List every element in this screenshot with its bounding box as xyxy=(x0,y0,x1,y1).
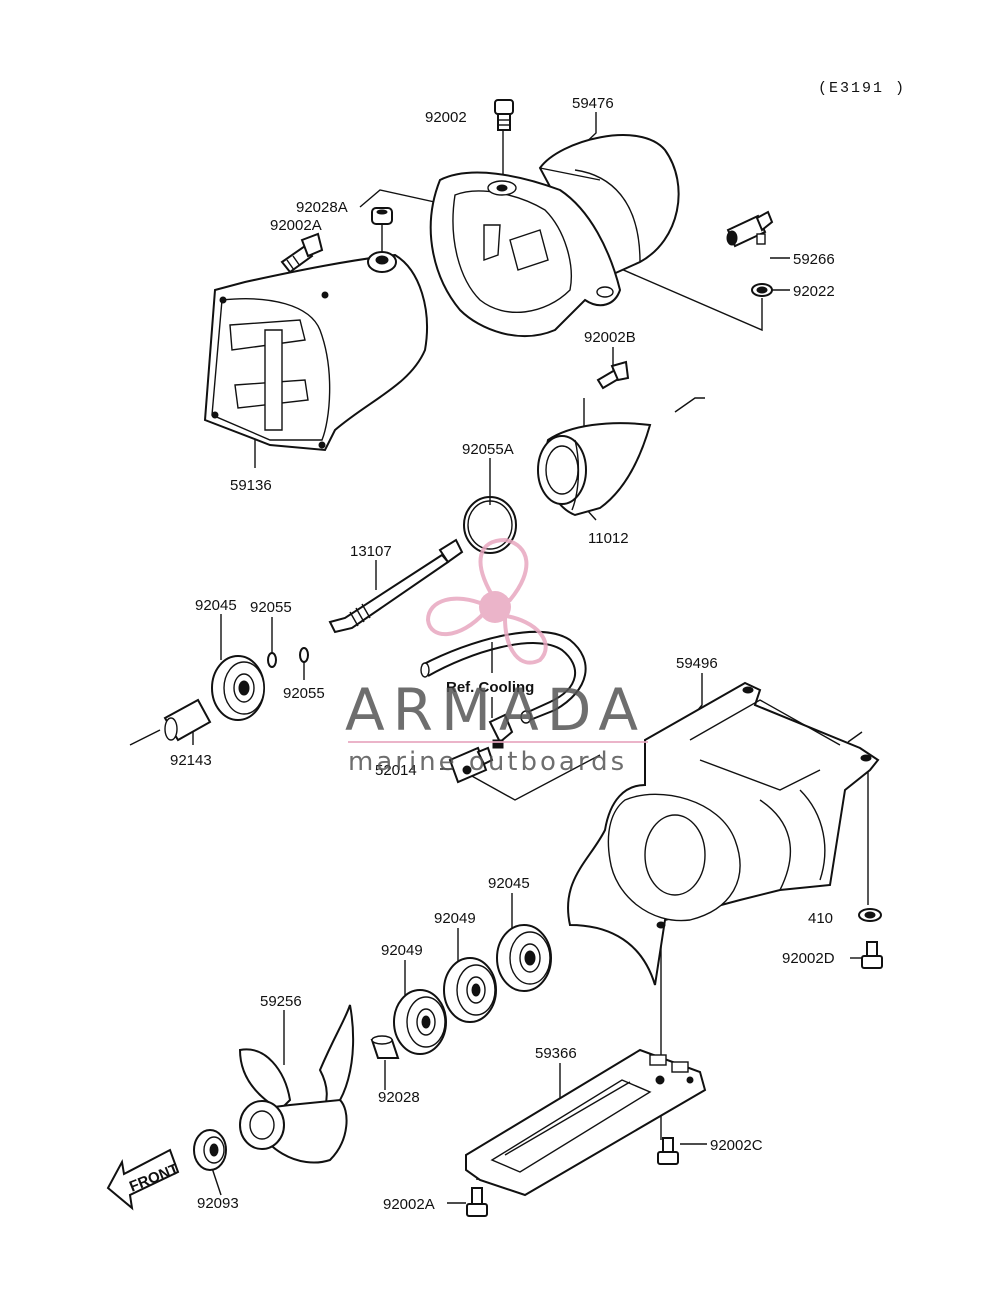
label-92093: 92093 xyxy=(197,1195,239,1212)
label-92002A-bottom: 92002A xyxy=(383,1196,435,1213)
collar-92028-icon xyxy=(370,1035,400,1059)
watermark: ARMADA marine outboards xyxy=(345,537,648,777)
diagram-code: (E3191 ) xyxy=(818,80,906,97)
label-11012: 11012 xyxy=(588,530,629,547)
label-92002D: 92002D xyxy=(782,950,835,967)
label-92028A: 92028A xyxy=(296,199,348,216)
label-92002B: 92002B xyxy=(584,329,636,346)
nozzle-11012-icon xyxy=(537,422,652,517)
front-direction-arrow-icon: FRONT xyxy=(106,1148,181,1211)
fitting-59266-icon xyxy=(726,210,774,248)
drive-shaft-13107-icon xyxy=(328,538,464,634)
bolt-92002A-bottom-icon xyxy=(466,1187,488,1217)
impeller-59256-icon xyxy=(238,1004,355,1164)
bolt-92002B-icon xyxy=(596,360,630,390)
bearing-92049-right-icon xyxy=(443,957,497,1023)
ring-92055-upper-icon xyxy=(267,652,277,668)
label-59476: 59476 xyxy=(572,95,614,112)
bolt-92002-icon xyxy=(494,99,514,131)
label-92002: 92002 xyxy=(425,109,467,126)
label-92143: 92143 xyxy=(170,752,212,769)
label-92055-upper: 92055 xyxy=(250,599,292,616)
cooling-hose-icon xyxy=(420,630,587,749)
label-59266: 59266 xyxy=(793,251,835,268)
label-52014: 52014 xyxy=(375,762,417,779)
bearing-92045-right-icon xyxy=(496,924,552,992)
bearing-92049-left-icon xyxy=(393,989,447,1055)
label-410: 410 xyxy=(808,910,833,927)
bearing-92045-left-icon xyxy=(211,655,265,721)
label-59366: 59366 xyxy=(535,1045,577,1062)
pump-case-59476-icon xyxy=(429,134,680,338)
label-92022: 92022 xyxy=(793,283,835,300)
label-92055-lower: 92055 xyxy=(283,685,325,702)
washer-92022-icon xyxy=(751,283,773,297)
bracket-59366-icon xyxy=(465,1048,707,1197)
watermark-brand: ARMADA xyxy=(345,676,646,744)
label-92045-right: 92045 xyxy=(488,875,530,892)
bolt-92002C-icon xyxy=(657,1137,679,1165)
pump-housing-59136-icon xyxy=(203,251,428,452)
pump-cover-59496-icon xyxy=(567,681,880,986)
label-92049-right: 92049 xyxy=(434,910,476,927)
label-59136: 59136 xyxy=(230,477,272,494)
label-92055A: 92055A xyxy=(462,441,514,458)
part-labels: 92002 59476 92028A 92002A 59266 92022 92… xyxy=(170,95,835,1213)
label-92028: 92028 xyxy=(378,1089,420,1106)
label-59256: 59256 xyxy=(260,993,302,1010)
fitting-52014-icon xyxy=(448,746,494,784)
bolt-92002A-top-icon xyxy=(280,232,324,274)
label-92002C: 92002C xyxy=(710,1137,763,1154)
watermark-propeller-icon xyxy=(425,537,548,665)
label-92002A-top: 92002A xyxy=(270,217,322,234)
label-ref-cooling: Ref. Cooling xyxy=(446,679,534,696)
label-59496: 59496 xyxy=(676,655,718,672)
watermark-tagline: marine outboards xyxy=(348,747,627,777)
ring-92055-lower-icon xyxy=(299,647,309,663)
label-13107: 13107 xyxy=(350,543,392,560)
sleeve-92143-icon xyxy=(163,698,212,742)
bolt-92002D-icon xyxy=(861,941,883,969)
washer-410-icon xyxy=(858,908,882,922)
grommet-92028A-icon xyxy=(371,207,393,225)
o-ring-92055A-icon xyxy=(463,496,517,554)
label-92049-left: 92049 xyxy=(381,942,423,959)
label-92045-left: 92045 xyxy=(195,597,237,614)
seal-92093-icon xyxy=(193,1129,227,1171)
